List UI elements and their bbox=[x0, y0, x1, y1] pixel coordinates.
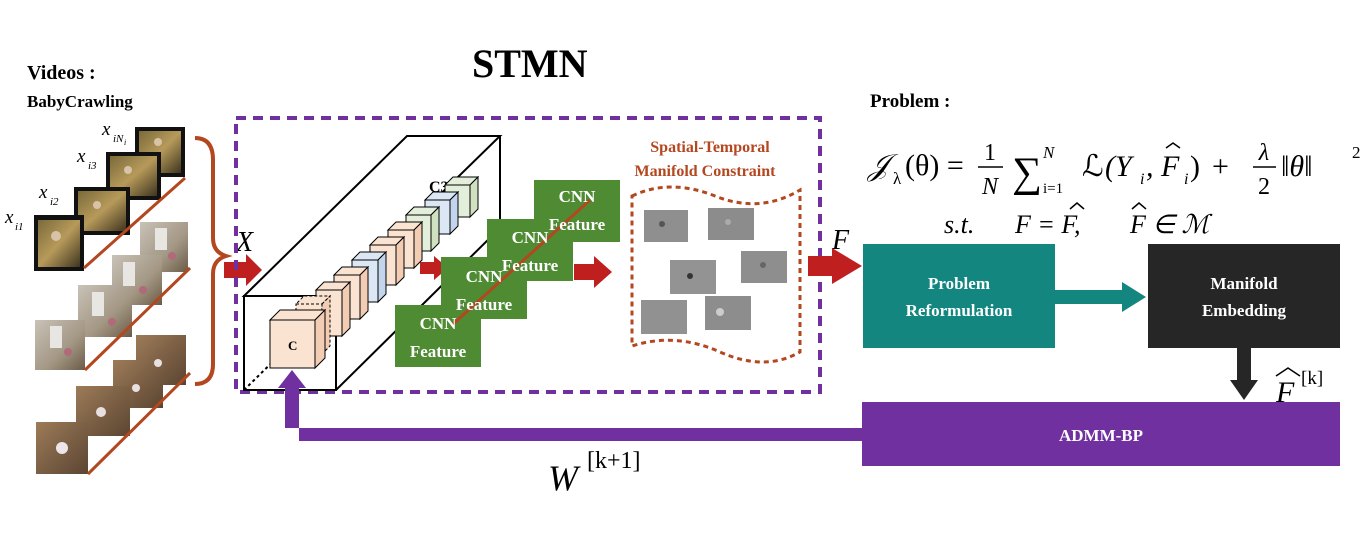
symbol-w-sup: [k+1] bbox=[587, 448, 641, 474]
manifold-title-1: Spatial-Temporal bbox=[650, 139, 770, 156]
cnn-1-line2: Feature bbox=[410, 342, 467, 361]
formula-lam-den: 2 bbox=[1258, 174, 1270, 200]
frame-label-4: x bbox=[101, 119, 111, 140]
admm-bp-box bbox=[862, 402, 1340, 466]
formula-l: ℒ bbox=[1082, 150, 1104, 183]
formula-sq: 2 bbox=[1352, 143, 1361, 162]
stmn-box bbox=[234, 116, 822, 394]
frame-sub-4: iN bbox=[113, 133, 124, 145]
formula-n: N bbox=[981, 174, 1000, 200]
formula-sum: ∑ bbox=[1012, 150, 1042, 196]
constraint-st: s.t. bbox=[944, 210, 974, 239]
formula-sum-top: N bbox=[1042, 143, 1056, 162]
frame-label-2: x bbox=[38, 182, 48, 203]
feature-arrow bbox=[574, 256, 612, 288]
symbol-w: W bbox=[548, 458, 581, 498]
frame-sub-1: i1 bbox=[15, 221, 24, 233]
frame-label-1: x bbox=[4, 207, 14, 228]
videos-subtitle: BabyCrawling bbox=[27, 92, 133, 111]
manifold-maps bbox=[641, 208, 787, 334]
frame-label-3: x bbox=[76, 146, 86, 167]
formula-args-i2: i bbox=[1184, 171, 1188, 188]
formula-one: 1 bbox=[984, 140, 996, 166]
cube-label: C bbox=[288, 338, 297, 353]
symbol-fhat: F bbox=[1275, 376, 1295, 409]
videos-title: Videos : bbox=[27, 62, 96, 84]
symbol-x: X bbox=[235, 227, 254, 258]
cnn-feature-stack bbox=[395, 180, 620, 367]
formula-norm: ‖θ‖ bbox=[1281, 150, 1313, 183]
formula-args: (Y bbox=[1105, 150, 1135, 183]
cnn-3-line1: CNN bbox=[512, 228, 550, 247]
stmn-title: STMN bbox=[472, 41, 588, 86]
admm-label: ADMM-BP bbox=[1059, 426, 1143, 445]
cnn-3-line2: Feature bbox=[502, 256, 559, 275]
grouping-brace bbox=[194, 136, 233, 386]
constraint-2: F ∈ ℳ bbox=[1129, 210, 1213, 239]
cnn-4-line2: Feature bbox=[549, 215, 606, 234]
formula-args-i: i bbox=[1140, 171, 1144, 188]
formula-sum-bottom: i=1 bbox=[1043, 181, 1063, 197]
formula-args-mid: , F bbox=[1146, 150, 1180, 183]
frame-sub-3: i3 bbox=[88, 160, 97, 172]
input-arrow bbox=[224, 254, 262, 286]
formula-theta: (θ) = bbox=[905, 149, 964, 182]
cnn-2-line1: CNN bbox=[466, 267, 504, 286]
cnn-feature-box-1 bbox=[395, 305, 481, 367]
cnn-4-line1: CNN bbox=[559, 187, 597, 206]
cnn-1-line1: CNN bbox=[420, 314, 458, 333]
c3d-cubes bbox=[268, 175, 480, 370]
manifold-embedding-box bbox=[1148, 244, 1340, 348]
video-frame-stack bbox=[34, 127, 185, 271]
reform-line1: Problem bbox=[928, 274, 990, 293]
video-photo-stack bbox=[35, 222, 192, 476]
embed-line2: Embedding bbox=[1202, 301, 1287, 320]
reform-line2: Reformulation bbox=[906, 301, 1013, 320]
formula-args-end: ) bbox=[1190, 150, 1200, 183]
output-arrow bbox=[808, 248, 862, 284]
frame-sub-4-extra: i bbox=[124, 138, 126, 147]
reform-to-embed-arrow bbox=[1055, 282, 1146, 312]
embed-line1: Manifold bbox=[1210, 274, 1278, 293]
frame-sub-2: i2 bbox=[50, 196, 59, 208]
formula-lambda-sub: λ bbox=[893, 169, 902, 188]
formula-plus: + bbox=[1212, 150, 1229, 183]
manifold-title-2: Manifold Constraint bbox=[635, 163, 777, 180]
problem-label: Problem : bbox=[870, 91, 950, 112]
problem-reformulation-box bbox=[863, 244, 1055, 348]
frame-labels: x i1 x i2 x i3 x iN i bbox=[4, 119, 126, 233]
symbol-fhat-sup: [k] bbox=[1301, 368, 1323, 389]
formula-lam-num: λ bbox=[1258, 140, 1269, 166]
problem-formula: 𝒥 λ (θ) = 1 N ∑ N i=1 ℒ (Y i , F i ) + λ… bbox=[866, 140, 1361, 239]
constraint-1: F = F, bbox=[1014, 210, 1080, 239]
embed-to-admm-arrow bbox=[1230, 348, 1258, 400]
symbol-f: F bbox=[831, 225, 850, 256]
feedback-arrow bbox=[278, 370, 862, 441]
cnn-2-line2: Feature bbox=[456, 295, 513, 314]
